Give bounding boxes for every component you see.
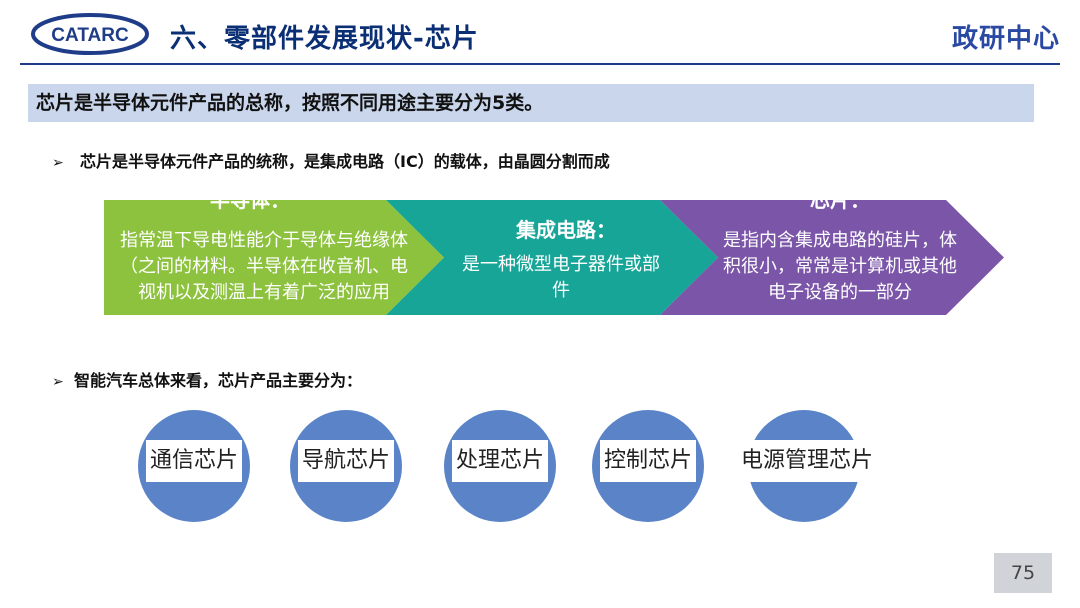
- brand-name: 政研中心: [951, 24, 1060, 54]
- chevron-description: 是指内含集成电路的硅片，体积很小，常常是计算机或其他电子设备的一部分: [723, 230, 957, 303]
- page-title: 六、零部件发展现状-芯片: [170, 24, 479, 54]
- chevron-heading: 集成电路：: [516, 218, 616, 242]
- chip-category-list: 通信芯片 导航芯片 处理芯片 控制芯片 电源管理芯片: [138, 410, 898, 530]
- chevron-process: 半导体： 指常温下导电性能介于导体与绝缘体（之间的材料。半导体在收音机、电视机以…: [104, 200, 1004, 315]
- category-navigation-chip: 导航芯片: [298, 440, 394, 482]
- chevron-heading: 芯片：: [810, 200, 870, 212]
- catarc-logo: CATARC: [31, 13, 149, 55]
- bullet-arrow-icon: ➢: [52, 155, 64, 171]
- bullet-arrow-icon: ➢: [52, 374, 64, 390]
- chevron-description: 是一种微型电子器件或部件: [462, 254, 660, 301]
- header-divider: [20, 63, 1060, 65]
- category-power-management-chip: 电源管理芯片: [736, 440, 878, 482]
- chevron-heading: 半导体：: [210, 200, 290, 212]
- category-communication-chip: 通信芯片: [146, 440, 242, 482]
- logo-text: CATARC: [51, 25, 129, 46]
- bullet-text: 智能汽车总体来看，芯片产品主要分为：: [74, 371, 363, 390]
- bullet-text: 芯片是半导体元件产品的统称，是集成电路（IC）的载体，由晶圆分割而成: [80, 152, 610, 171]
- bullet-chip-definition: ➢ 芯片是半导体元件产品的统称，是集成电路（IC）的载体，由晶圆分割而成: [52, 148, 610, 172]
- chevron-semiconductor: 半导体： 指常温下导电性能介于导体与绝缘体（之间的材料。半导体在收音机、电视机以…: [104, 200, 444, 315]
- page-number: 75: [994, 553, 1052, 593]
- chevron-description: 指常温下导电性能介于导体与绝缘体（之间的材料。半导体在收音机、电视机以及测温上有…: [120, 230, 408, 303]
- bullet-chip-categories: ➢ 智能汽车总体来看，芯片产品主要分为：: [52, 367, 362, 391]
- category-control-chip: 控制芯片: [600, 440, 696, 482]
- summary-banner: 芯片是半导体元件产品的总称，按照不同用途主要分为5类。: [28, 84, 1034, 122]
- category-processing-chip: 处理芯片: [452, 440, 548, 482]
